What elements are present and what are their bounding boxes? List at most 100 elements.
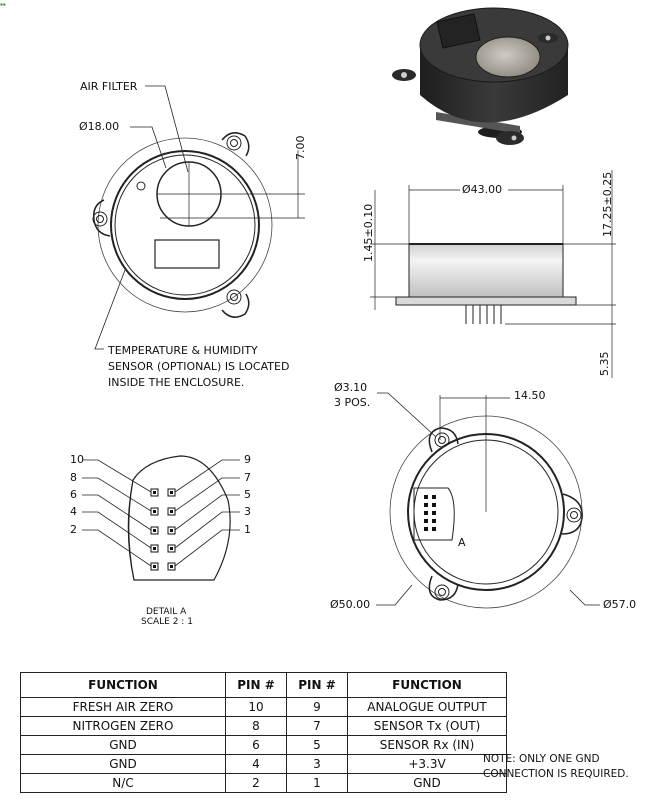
air-filter-label: AIR FILTER	[80, 80, 138, 93]
cell-pin-left: 4	[225, 754, 287, 774]
header-pin-left: PIN #	[225, 672, 287, 698]
pin-6	[150, 526, 159, 535]
cell-function-left: GND	[20, 735, 226, 755]
pin-function-table: FUNCTION PIN # PIN # FUNCTION FRESH AIR …	[20, 672, 507, 793]
cell-pin-left: 8	[225, 716, 287, 736]
lug-left-hole	[96, 215, 104, 223]
detail-left-edge	[127, 479, 135, 581]
temp-note-line1: TEMPERATURE & HUMIDITY	[108, 344, 258, 357]
detail-title-label: DETAIL A	[146, 607, 187, 617]
detail-pin-label-left-4: 2	[70, 523, 77, 536]
cell-pin-left: 2	[225, 773, 287, 793]
pin-5	[167, 526, 176, 535]
gnd-note-line2: CONNECTION IS REQUIRED.	[483, 768, 629, 780]
detail-pins	[150, 488, 176, 571]
temp-note-line2: SENSOR (OPTIONAL) IS LOCATED	[108, 360, 290, 373]
lug-top-hole	[230, 139, 238, 147]
cell-pin-left: 10	[225, 697, 287, 717]
detail-pin-label-left-0: 10	[70, 453, 84, 466]
cell-function-right: SENSOR Tx (OUT)	[347, 716, 507, 736]
dia-57-label: Ø57.0	[603, 598, 637, 611]
cell-pin-right: 1	[286, 773, 348, 793]
body-outline-outer	[110, 150, 260, 300]
body-outline-inner	[114, 154, 256, 296]
leader-310	[377, 392, 437, 438]
cell-function-left: GND	[20, 754, 226, 774]
table-row: NITROGEN ZERO 8 7 SENSOR Tx (OUT)	[20, 716, 507, 736]
pos-3-label: 3 POS.	[334, 396, 371, 409]
lug-top	[221, 132, 250, 157]
detail-pin-label-right-0: 9	[244, 453, 251, 466]
table-row: N/C 2 1 GND	[20, 773, 507, 793]
filter-3d	[475, 36, 541, 78]
header-function-right: FUNCTION	[347, 672, 507, 698]
pin-1	[167, 562, 176, 571]
cell-pin-left: 6	[225, 735, 287, 755]
window-3d	[436, 13, 481, 49]
lug-bottom-hole	[230, 293, 238, 301]
pin-row	[436, 112, 520, 134]
table-row: FRESH AIR ZERO 10 9 ANALOGUE OUTPUT	[20, 697, 507, 717]
lug-left-outer	[92, 211, 108, 227]
bottom-view	[376, 392, 600, 609]
gnd-note-line1: NOTE: ONLY ONE GND	[483, 753, 600, 765]
lug-bottom-3d	[496, 131, 524, 145]
outer-boundary-circle	[97, 137, 273, 313]
detail-pin-label-right-1: 7	[244, 471, 251, 484]
lug-bottom	[221, 293, 250, 318]
detail-pin-label-right-2: 5	[244, 488, 251, 501]
dia-50-label: Ø50.00	[330, 598, 371, 611]
cell-function-right: GND	[347, 773, 507, 793]
pin-2	[150, 562, 159, 571]
pin-7	[167, 507, 176, 516]
cell-function-right: ANALOGUE OUTPUT	[347, 697, 507, 717]
cell-function-left: N/C	[20, 773, 226, 793]
dia-310-label: Ø3.10	[334, 381, 368, 394]
pin-8	[150, 507, 159, 516]
temp-note-line3: INSIDE THE ENCLOSURE.	[108, 376, 245, 389]
dim-535-label: 5.35	[598, 351, 611, 377]
cell-pin-right: 3	[286, 754, 348, 774]
bottom-lug-right-hole	[570, 511, 578, 519]
pin-header-outline	[413, 487, 455, 541]
lug-top-outer	[226, 135, 242, 151]
lug-right-3d-hole	[545, 35, 551, 41]
leader-57	[569, 589, 600, 606]
detail-pin-label-right-3: 3	[244, 505, 251, 518]
bottom-lug-bottom	[428, 575, 459, 601]
small-hole	[136, 181, 146, 191]
bottom-lug-bottom-hole	[438, 588, 446, 596]
top-view	[92, 85, 305, 350]
leader-temp-sensor	[94, 269, 126, 350]
gnd-note: NOTE: ONLY ONE GND CONNECTION IS REQUIRE…	[483, 752, 629, 782]
header-function-left: FUNCTION	[20, 672, 226, 698]
dim-1725-label: 17.25±0.25	[601, 171, 614, 237]
dia-18-label: Ø18.00	[79, 120, 120, 133]
product-3d-view	[392, 7, 569, 145]
bottom-lug-bottom-outer	[434, 584, 450, 600]
table-row: GND 4 3 +3.3V	[20, 754, 507, 774]
leader-50	[376, 584, 413, 606]
detail-pin-label-left-2: 6	[70, 488, 77, 501]
detail-pin-label-left-1: 8	[70, 471, 77, 484]
cell-pin-right: 5	[286, 735, 348, 755]
leader-dia-18	[130, 126, 167, 169]
side-base-plate	[395, 296, 577, 306]
bottom-pin-grid	[424, 495, 436, 531]
bottom-lug-top-outer	[434, 432, 450, 448]
side-view	[370, 170, 616, 378]
pin-10	[150, 488, 159, 497]
leader-air-filter	[145, 85, 189, 173]
detail-leaders	[82, 459, 240, 567]
bottom-lug-right	[561, 493, 583, 535]
lug-bottom-3d-hole	[511, 135, 517, 141]
pin-9	[167, 488, 176, 497]
dim-7-label: 7.00	[294, 135, 307, 161]
detail-pin-centers	[153, 491, 173, 568]
lug-left	[92, 199, 111, 237]
dia-43-label: Ø43.00	[462, 183, 503, 196]
table-row: GND 6 5 SENSOR Rx (IN)	[20, 735, 507, 755]
bottom-lug-right-outer	[566, 507, 582, 523]
cell-function-left: FRESH AIR ZERO	[20, 697, 226, 717]
